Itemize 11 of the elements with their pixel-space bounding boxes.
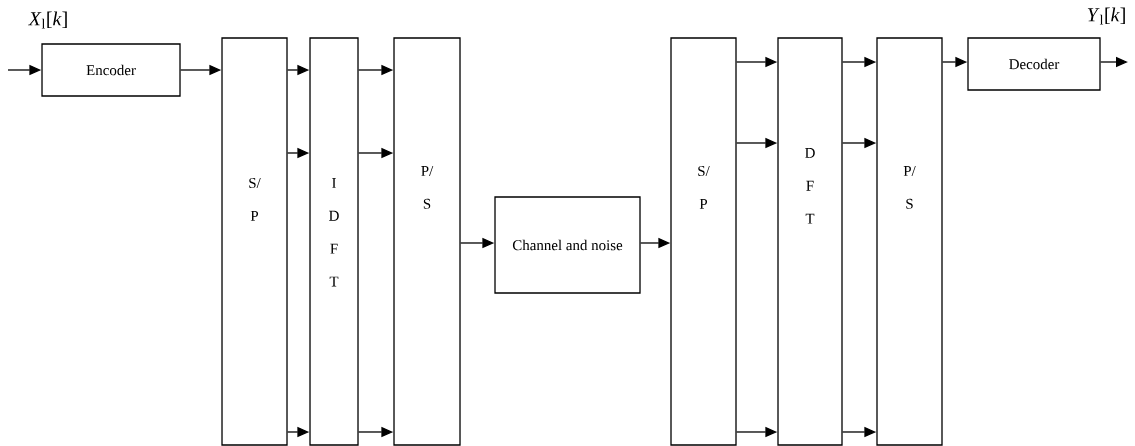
process-box: Channel and noise [494, 196, 641, 294]
processing-block: S/ P [221, 37, 288, 446]
processing-block: P/ S [876, 37, 943, 446]
processing-block: P/ S [393, 37, 461, 446]
process-box: Encoder [41, 43, 181, 97]
signal-label: X$_{l}$[k] [28, 11, 67, 29]
processing-block: I D F T [309, 37, 359, 446]
process-box: Decoder [967, 37, 1101, 91]
processing-block: D F T [777, 37, 843, 446]
processing-block: S/ P [670, 37, 737, 446]
signal-label: Y$_{l}$[k] [1087, 7, 1125, 25]
